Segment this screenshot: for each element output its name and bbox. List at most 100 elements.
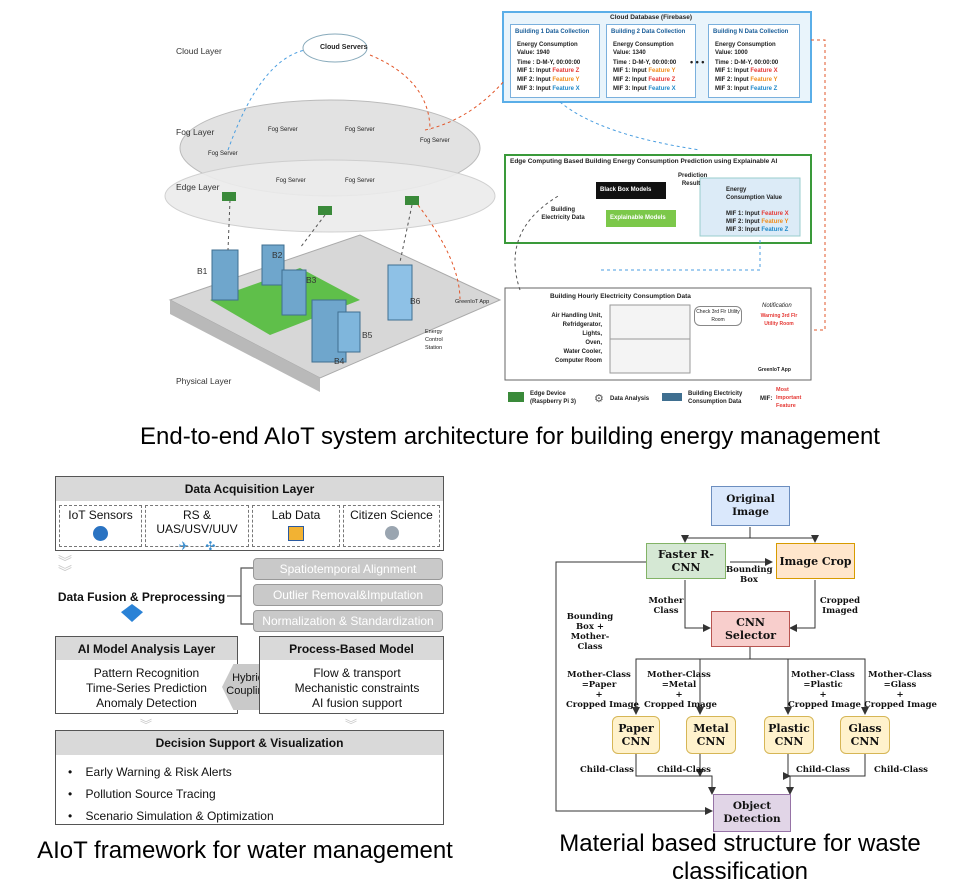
mif-feature: Feature X bbox=[761, 211, 789, 217]
card-time: Time : D-M-Y, 00:00:00 bbox=[517, 60, 581, 66]
fog-server-label-5: Fog Server bbox=[276, 178, 306, 184]
water-caption: AIoT framework for water management bbox=[37, 837, 453, 864]
chevron-down-icon: ︾︾ bbox=[58, 554, 72, 580]
legend-building-data: Building Electricity Consumption Data bbox=[688, 391, 743, 405]
check-bubble: Check 3rd Flr Utility Room bbox=[694, 306, 742, 326]
faster-rcnn-box: Faster R-CNN bbox=[646, 543, 726, 579]
explainable-shape bbox=[606, 210, 676, 227]
cnn-name: Glass bbox=[848, 722, 882, 735]
process-frame bbox=[259, 660, 444, 714]
edge-device-icon bbox=[508, 392, 524, 402]
step-pill: Normalization & Standardization bbox=[253, 610, 443, 632]
branch-plus: + bbox=[896, 690, 904, 700]
fog-server-label-1: Fog Server bbox=[208, 151, 238, 157]
branch-label-paper: Mother-Class=Paper+Cropped Image bbox=[566, 670, 639, 710]
child-class-label: Child-Class bbox=[796, 765, 850, 775]
mif-label: MIF 1: Input bbox=[726, 211, 762, 217]
warning-label: Warning 3rd Flr Utility Room bbox=[760, 313, 798, 327]
building-data-label: Building Electricity Data bbox=[541, 207, 585, 221]
step-pill: Outlier Removal&Imputation bbox=[253, 584, 443, 606]
object-detection-box: Object Detection bbox=[713, 794, 791, 832]
building-label: B2 bbox=[272, 250, 283, 260]
energy-control-label: Energy Control Station bbox=[425, 329, 443, 351]
building-label: B6 bbox=[410, 296, 421, 306]
energy-value-shape bbox=[699, 177, 801, 237]
edge-box-title: Edge Computing Based Building Energy Con… bbox=[510, 158, 778, 165]
energy-value-label: Energy Consumption Value bbox=[726, 187, 783, 201]
original-image-box: Original Image bbox=[711, 486, 790, 526]
building-b6-shape bbox=[387, 264, 413, 321]
cropped-imaged-label: Cropped Imaged bbox=[819, 596, 861, 616]
cloud-db-title: Cloud Database (Firebase) bbox=[610, 14, 692, 21]
process-header: Process-Based Model bbox=[259, 636, 444, 661]
branch-l1: Mother-Class bbox=[647, 670, 711, 680]
mif-label: MIF 3: Input bbox=[726, 227, 762, 233]
fusion-label: Data Fusion & Preprocessing bbox=[57, 590, 226, 604]
energy-caption: End-to-end AIoT system architecture for … bbox=[140, 423, 880, 450]
mif-feature: Feature X bbox=[552, 86, 580, 92]
branch-l2: =Plastic bbox=[803, 680, 843, 690]
fusion-icon bbox=[121, 604, 143, 622]
decision-item: • Scenario Simulation & Optimization bbox=[68, 809, 274, 823]
building-b5-shape bbox=[337, 311, 361, 353]
mif-label: MIF 3: Input bbox=[613, 86, 649, 92]
branch-l3: Cropped Image bbox=[566, 700, 639, 710]
city-platform-side bbox=[170, 300, 320, 392]
card-value: Value: 1000 bbox=[715, 50, 748, 56]
ai-item: Pattern Recognition bbox=[93, 666, 200, 680]
card-time: Time : D-M-Y, 00:00:00 bbox=[715, 60, 779, 66]
notification-label: Notification bbox=[762, 303, 792, 309]
building-2-card: Building 2 Data Collection Energy Consum… bbox=[606, 24, 696, 98]
building-b2-shape bbox=[261, 244, 285, 286]
branch-plus: + bbox=[595, 690, 603, 700]
decision-frame bbox=[55, 755, 444, 825]
acquisition-frame bbox=[55, 501, 444, 551]
mif-feature: Feature Y bbox=[552, 77, 580, 83]
hourly-item: Water Cooler, bbox=[563, 349, 602, 355]
branch-l3: Cropped Image bbox=[788, 700, 861, 710]
mif-label: MIF 3: Input bbox=[517, 86, 553, 92]
mif-label: MIF 1: Input bbox=[613, 68, 649, 74]
legend-mif-key: MIF: bbox=[760, 396, 773, 402]
card-label: Energy Consumption bbox=[517, 42, 578, 48]
legend-edge-device: Edge Device (Raspberry Pi 3) bbox=[530, 391, 577, 405]
black-box-shape bbox=[596, 182, 666, 199]
hourly-title: Building Hourly Electricity Consumption … bbox=[550, 293, 691, 300]
fog-server-label-3: Fog Server bbox=[345, 127, 375, 133]
source-iot: IoT Sensors bbox=[59, 505, 142, 547]
branch-plus: + bbox=[819, 690, 827, 700]
branch-l2: =Metal bbox=[661, 680, 697, 690]
mif-feature: Feature X bbox=[648, 86, 676, 92]
waste-caption: Material based structure for waste class… bbox=[559, 830, 921, 885]
image-crop-box: Image Crop bbox=[776, 543, 855, 579]
cnn-suffix: CNN bbox=[850, 735, 880, 748]
card-label: Energy Consumption bbox=[613, 42, 674, 48]
mif-label: MIF 2: Input bbox=[517, 77, 553, 83]
source-rs: RS & UAS/USV/UUV ✈ ✣ bbox=[145, 505, 249, 553]
hybrid-label: Hybrid Coupling bbox=[226, 672, 270, 697]
mif-feature: Feature Z bbox=[750, 86, 778, 92]
branch-label-plastic: Mother-Class=Plastic+Cropped Image bbox=[788, 670, 861, 710]
mif-feature: Feature Z bbox=[761, 227, 789, 233]
source-label: RS & UAS/USV/UUV bbox=[156, 508, 238, 536]
ai-item: Anomaly Detection bbox=[96, 696, 197, 710]
cloud-shape bbox=[302, 33, 368, 63]
building-1-card: Building 1 Data Collection Energy Consum… bbox=[510, 24, 600, 98]
fog-server-label-6: Fog Server bbox=[345, 178, 375, 184]
process-item: AI fusion support bbox=[311, 696, 403, 710]
mif-feature: Feature Y bbox=[750, 77, 778, 83]
physical-layer-label: Physical Layer bbox=[176, 376, 232, 386]
step-pill: Spatiotemporal Alignment bbox=[253, 558, 443, 580]
satellite-icon: ✈ bbox=[178, 539, 189, 553]
building-b3-shape bbox=[281, 269, 307, 316]
building-b1-shape bbox=[211, 249, 239, 301]
card-title: Building 1 Data Collection bbox=[515, 29, 590, 35]
source-label: IoT Sensors bbox=[68, 508, 133, 522]
building-label: B5 bbox=[362, 330, 373, 340]
mother-class-label: Mother Class bbox=[648, 596, 684, 616]
branch-l3: Cropped Image bbox=[864, 700, 937, 710]
explainable-label: Explainable Models bbox=[610, 215, 666, 221]
